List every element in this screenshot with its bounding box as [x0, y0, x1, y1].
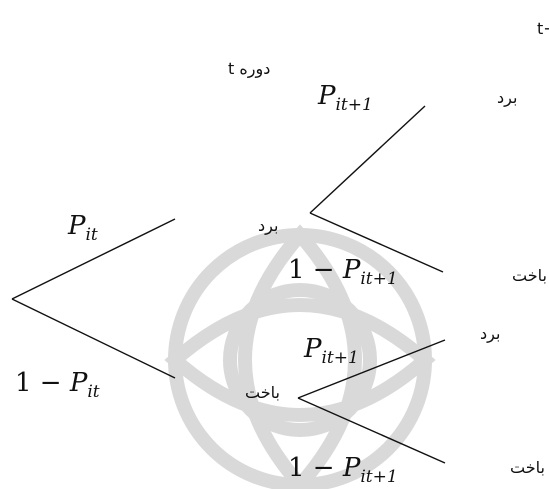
edge-root-win [11, 218, 176, 300]
prob-one-minus-p-it1-lower: 1 − Pit+1 [288, 453, 398, 487]
node-win-1: برد [258, 216, 278, 236]
prob-p-it1-upper: Pit+1 [317, 81, 373, 115]
watermark-emblem [164, 224, 436, 489]
period-current-label: دوره t [228, 59, 270, 79]
node-win-2a: برد [497, 88, 517, 108]
edge-win-win [309, 105, 426, 214]
node-lose-2a: باخت [512, 266, 547, 285]
prob-p-it: Pit [67, 211, 98, 245]
edge-root-lose [11, 298, 176, 379]
edge-win-lose [309, 212, 444, 273]
prob-p-it1-lower: Pit+1 [303, 334, 359, 368]
edge-lose-lose [297, 397, 446, 464]
prob-one-minus-p-it1-upper: 1 − Pit+1 [288, 255, 398, 289]
edge-lose-win [297, 339, 446, 399]
node-lose-1: باخت [245, 383, 280, 402]
node-win-2b: برد [480, 324, 500, 344]
period-next-label: دوره t+1 [537, 19, 549, 39]
prob-one-minus-p-it: 1 − Pit [15, 368, 100, 402]
node-lose-2b: باخت [510, 458, 545, 477]
